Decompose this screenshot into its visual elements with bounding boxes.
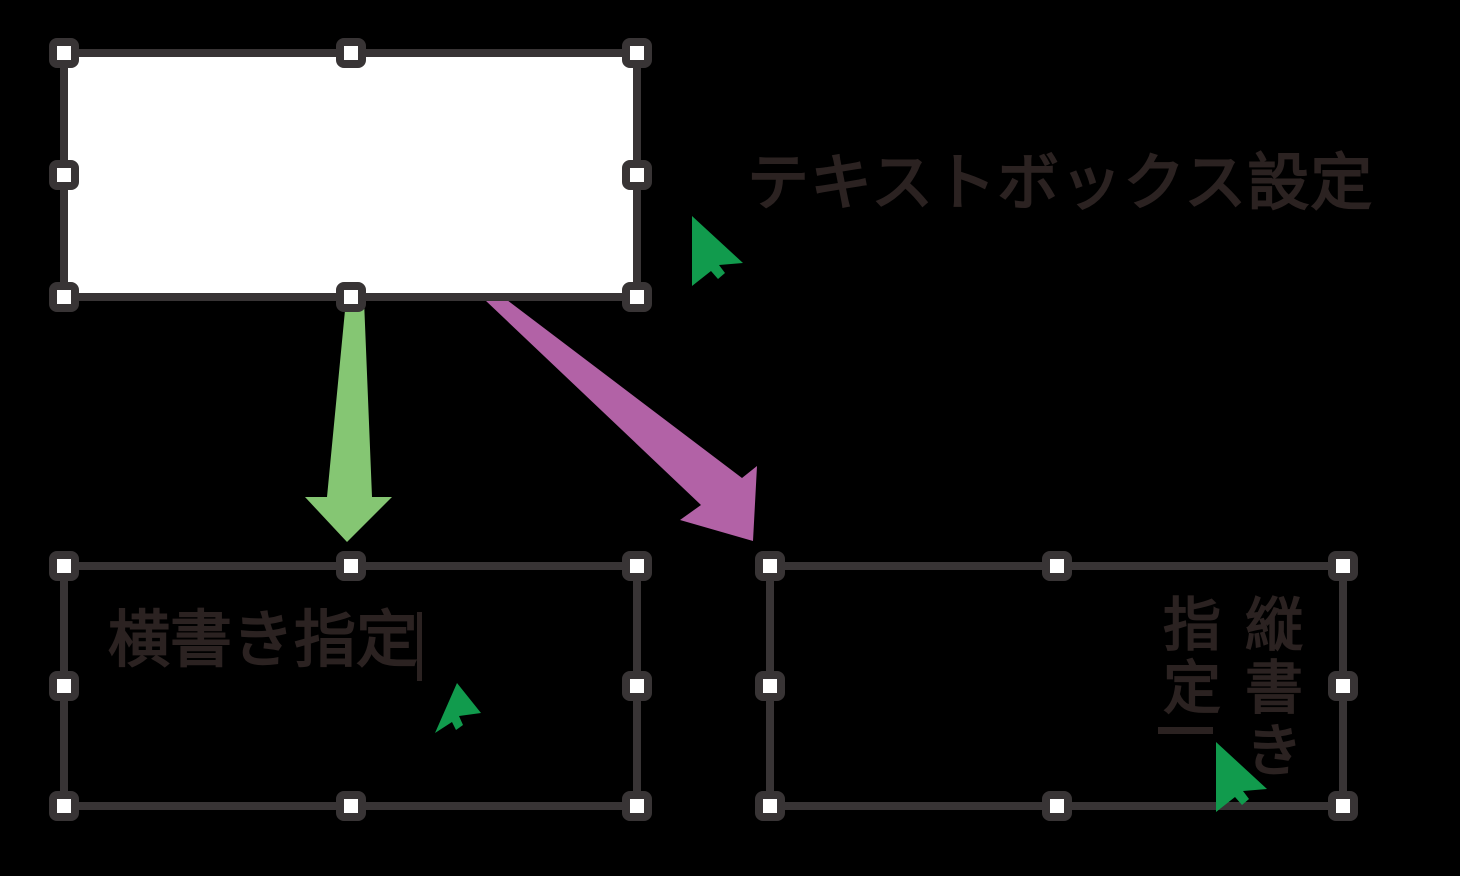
selection-handle-ml[interactable] [755, 671, 785, 701]
selection-handle-tm[interactable] [335, 551, 366, 581]
selection-handle-tm[interactable] [1041, 551, 1072, 581]
selection-handle-bl[interactable] [755, 791, 785, 821]
horizontal-text-label: 横書き指定 [108, 606, 419, 675]
selection-handle-mr[interactable] [1328, 671, 1358, 701]
selection-handle-tr[interactable] [1328, 551, 1358, 581]
selection-handle-ml[interactable] [49, 671, 79, 701]
mouse-pointer-icon [692, 216, 743, 286]
selection-handle-br[interactable] [1328, 791, 1358, 821]
text-caret-vertical [1158, 727, 1213, 734]
vertical-text-label: 縦書き指定 [1145, 594, 1309, 854]
selection-handle-mr[interactable] [622, 671, 652, 701]
diagram-title: テキストボックス設定 [747, 149, 1374, 218]
selection-handle-br[interactable] [622, 282, 652, 312]
horizontal-textbox[interactable] [49, 551, 652, 821]
selection-handle-tl[interactable] [49, 551, 79, 581]
selection-handle-tl[interactable] [755, 551, 785, 581]
selection-handle-tr[interactable] [622, 551, 652, 581]
green-arrow [305, 300, 392, 542]
selection-handle-tr[interactable] [622, 38, 652, 68]
selection-handle-bl[interactable] [49, 282, 79, 312]
text-caret-horizontal [417, 612, 422, 681]
selection-handle-bm[interactable] [1041, 791, 1072, 821]
vertical-text-line2: 指定 [1154, 594, 1219, 720]
selection-handle-bm[interactable] [335, 282, 366, 312]
selection-handle-tm[interactable] [335, 38, 366, 68]
vertical-textbox[interactable] [755, 551, 1358, 821]
vertical-text-line1: 縦書き [1236, 594, 1301, 783]
purple-arrow [485, 300, 757, 541]
selection-handle-bm[interactable] [335, 791, 366, 821]
selection-handle-br[interactable] [622, 791, 652, 821]
selection-handle-mr[interactable] [622, 160, 652, 190]
selection-handle-tl[interactable] [49, 38, 79, 68]
empty-textbox[interactable] [49, 38, 652, 312]
selection-handle-ml[interactable] [49, 160, 79, 190]
selection-handle-bl[interactable] [49, 791, 79, 821]
